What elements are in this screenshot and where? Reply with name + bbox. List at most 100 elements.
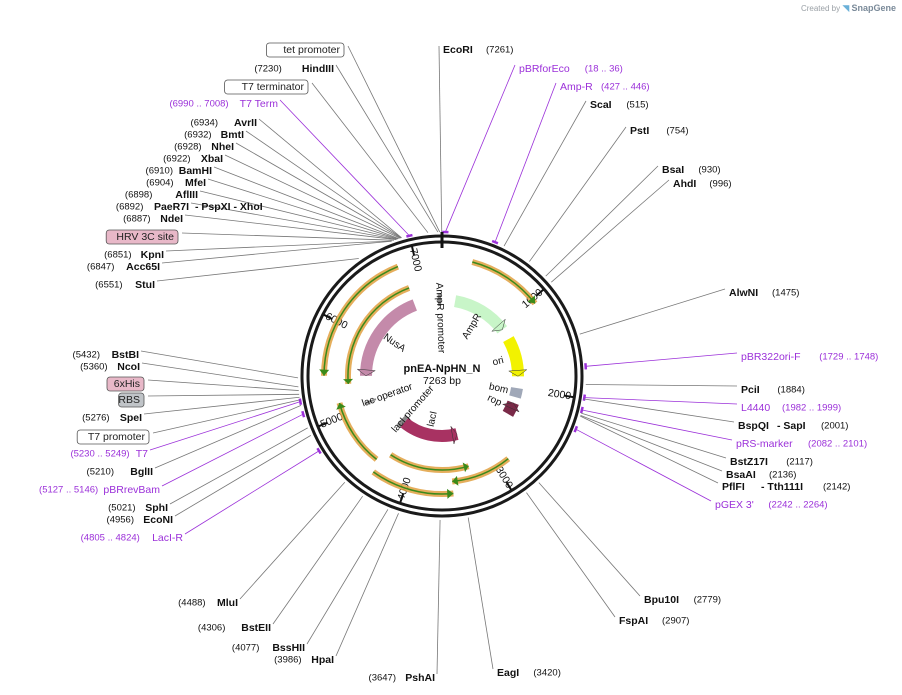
map-label-spei[interactable]: SpeI(5276) — [82, 412, 142, 424]
label-position: (6887) — [123, 214, 150, 225]
map-label-pshai[interactable]: PshAI(3647) — [369, 672, 436, 684]
feature-box — [265, 42, 345, 58]
map-label-pbr322ori-f[interactable]: pBR322ori-F(1729 .. 1748) — [741, 351, 878, 363]
feature-laci[interactable] — [400, 417, 459, 442]
leader-line — [161, 413, 304, 487]
label-name: T7 — [136, 448, 148, 460]
map-label-scai[interactable]: ScaI(515) — [590, 99, 649, 111]
leader-line — [141, 362, 299, 388]
map-label-avrii[interactable]: AvrII(6934) — [191, 117, 258, 129]
map-label-bamhi[interactable]: BamHI(6910) — [146, 165, 213, 177]
map-label-ecori[interactable]: EcoRI(7261) — [443, 44, 513, 56]
map-label-acc65i[interactable]: Acc65I(6847) — [87, 261, 160, 273]
map-label-tet-promoter[interactable]: tet promoter — [265, 42, 345, 58]
feature-box — [105, 229, 179, 245]
label-position: (5276) — [82, 413, 109, 424]
label-position: (7261) — [486, 45, 513, 56]
label-position: (6847) — [87, 262, 114, 273]
map-label-kpni[interactable]: KpnI(6851) — [104, 249, 164, 261]
map-label-pgex-3[interactable]: pGEX 3'(2242 .. 2264) — [715, 499, 828, 511]
map-label-pbrrevbam[interactable]: pBRrevBam(5127 .. 5146) — [39, 484, 160, 496]
map-label-rbs[interactable]: RBS — [118, 392, 145, 408]
map-label-bpu10i[interactable]: Bpu10I(2779) — [644, 594, 721, 606]
feature-lac-operator[interactable] — [364, 398, 377, 405]
map-label-pflfi[interactable]: PflFI- Tth111I(2142) — [722, 481, 850, 493]
label-position: (5127 .. 5146) — [39, 485, 98, 496]
feature-bom[interactable] — [509, 387, 523, 399]
label-layer: tet promoter EcoRI(7261) HindIII(7230) pBRf… — [39, 42, 878, 684]
map-label-bspqi[interactable]: BspQI- SapI(2001) — [738, 420, 848, 432]
label-name: BstZ17I — [730, 456, 768, 468]
map-label-ncoi[interactable]: NcoI(5360) — [80, 361, 140, 373]
map-label-hpai[interactable]: HpaI(3986) — [274, 654, 334, 666]
map-label-hrv-3c-site[interactable]: HRV 3C site — [105, 229, 179, 245]
map-label-t7-promoter[interactable]: T7 promoter — [76, 429, 150, 445]
map-label-t7-term[interactable]: T7 Term(6990 .. 7008) — [169, 98, 278, 110]
label-position: (6904) — [146, 178, 173, 189]
map-label-l4440[interactable]: L4440(1982 .. 1999) — [741, 402, 841, 414]
map-label-t7[interactable]: T7(5230 .. 5249) — [70, 448, 148, 460]
map-label-paer7i[interactable]: PaeR7I- PspXI - XhoI(6892) — [116, 201, 263, 213]
map-label-mfei[interactable]: MfeI(6904) — [146, 177, 206, 189]
map-label-bsshii[interactable]: BssHII(4077) — [232, 642, 305, 654]
map-label-mlui[interactable]: MluI(4488) — [178, 597, 238, 609]
map-label-afliii[interactable]: AflIII(6898) — [125, 189, 198, 201]
map-label-t7-terminator[interactable]: T7 terminator — [224, 79, 309, 95]
label-name: pBR322ori-F — [741, 351, 801, 363]
map-label-laci-r[interactable]: LacI-R(4805 .. 4824) — [81, 532, 184, 544]
label-position: (5021) — [108, 503, 135, 514]
map-label-bstz17i[interactable]: BstZ17I(2117) — [730, 456, 813, 468]
label-name: T7 Term — [240, 98, 279, 110]
map-label-econi[interactable]: EcoNI(4956) — [107, 514, 174, 526]
orf-arrowhead — [447, 488, 454, 499]
map-label-stui[interactable]: StuI(6551) — [95, 279, 155, 291]
map-label-ahdi[interactable]: AhdI(996) — [673, 178, 732, 190]
primer-binding-mark — [582, 394, 587, 401]
label-position: (2779) — [694, 595, 721, 606]
leader-line — [147, 393, 300, 397]
map-label-hindiii[interactable]: HindIII(7230) — [254, 63, 334, 75]
map-label-bsteii[interactable]: BstEII(4306) — [198, 622, 271, 634]
feature-box-label: T7 terminator — [242, 81, 305, 93]
leader-line — [545, 165, 659, 277]
map-label-pcii[interactable]: PciI(1884) — [741, 384, 805, 396]
feature-box-label: 6xHis — [114, 378, 140, 390]
map-label-xbai[interactable]: XbaI(6922) — [163, 153, 223, 165]
feature-nusa[interactable] — [360, 299, 418, 377]
map-label-nhei[interactable]: NheI(6928) — [174, 141, 234, 153]
label-name: BssHII — [272, 642, 305, 654]
map-label-eagi[interactable]: EagI(3420) — [497, 667, 561, 679]
map-label-bstbi[interactable]: BstBI(5432) — [73, 349, 140, 361]
leader-line — [258, 118, 402, 239]
map-label-bmti[interactable]: BmtI(6932) — [184, 129, 244, 141]
orf-line — [338, 402, 378, 460]
leader-line — [444, 64, 516, 233]
leader-line — [184, 450, 320, 535]
map-label-bsaai[interactable]: BsaAI(2136) — [726, 469, 796, 481]
map-label-psti[interactable]: PstI(754) — [630, 125, 689, 137]
leader-line — [335, 513, 399, 657]
map-label-ndei[interactable]: NdeI(6887) — [123, 213, 183, 225]
map-label-alwni[interactable]: AlwNI(1475) — [729, 287, 799, 299]
leader-line — [279, 99, 410, 237]
orf-line — [323, 265, 399, 376]
orf-line — [372, 471, 454, 495]
map-label-sphi[interactable]: SphI(5021) — [108, 502, 168, 514]
orf-line — [390, 454, 469, 471]
map-label-bsai[interactable]: BsaI(930) — [662, 164, 721, 176]
leader-line — [526, 492, 616, 618]
feature-lacI-promoter[interactable] — [396, 415, 409, 428]
map-label-bglii[interactable]: BglII(5210) — [87, 466, 154, 478]
map-label-prs-marker[interactable]: pRS-marker(2082 .. 2101) — [736, 438, 867, 450]
primer-binding-mark — [491, 239, 499, 245]
label-name: AvrII — [234, 117, 257, 129]
map-label-fspai[interactable]: FspAI(2907) — [619, 615, 689, 627]
label-name: BspQI — [738, 420, 769, 432]
map-label-6xhis[interactable]: 6xHis — [106, 376, 145, 392]
map-label-pbrforeco[interactable]: pBRforEco(18 .. 36) — [519, 63, 623, 75]
label-name: EcoNI — [143, 514, 173, 526]
map-label-amp-r[interactable]: Amp-R(427 .. 446) — [560, 81, 650, 93]
orf-arc — [336, 402, 379, 462]
watermark-prefix: Created by — [800, 4, 841, 13]
